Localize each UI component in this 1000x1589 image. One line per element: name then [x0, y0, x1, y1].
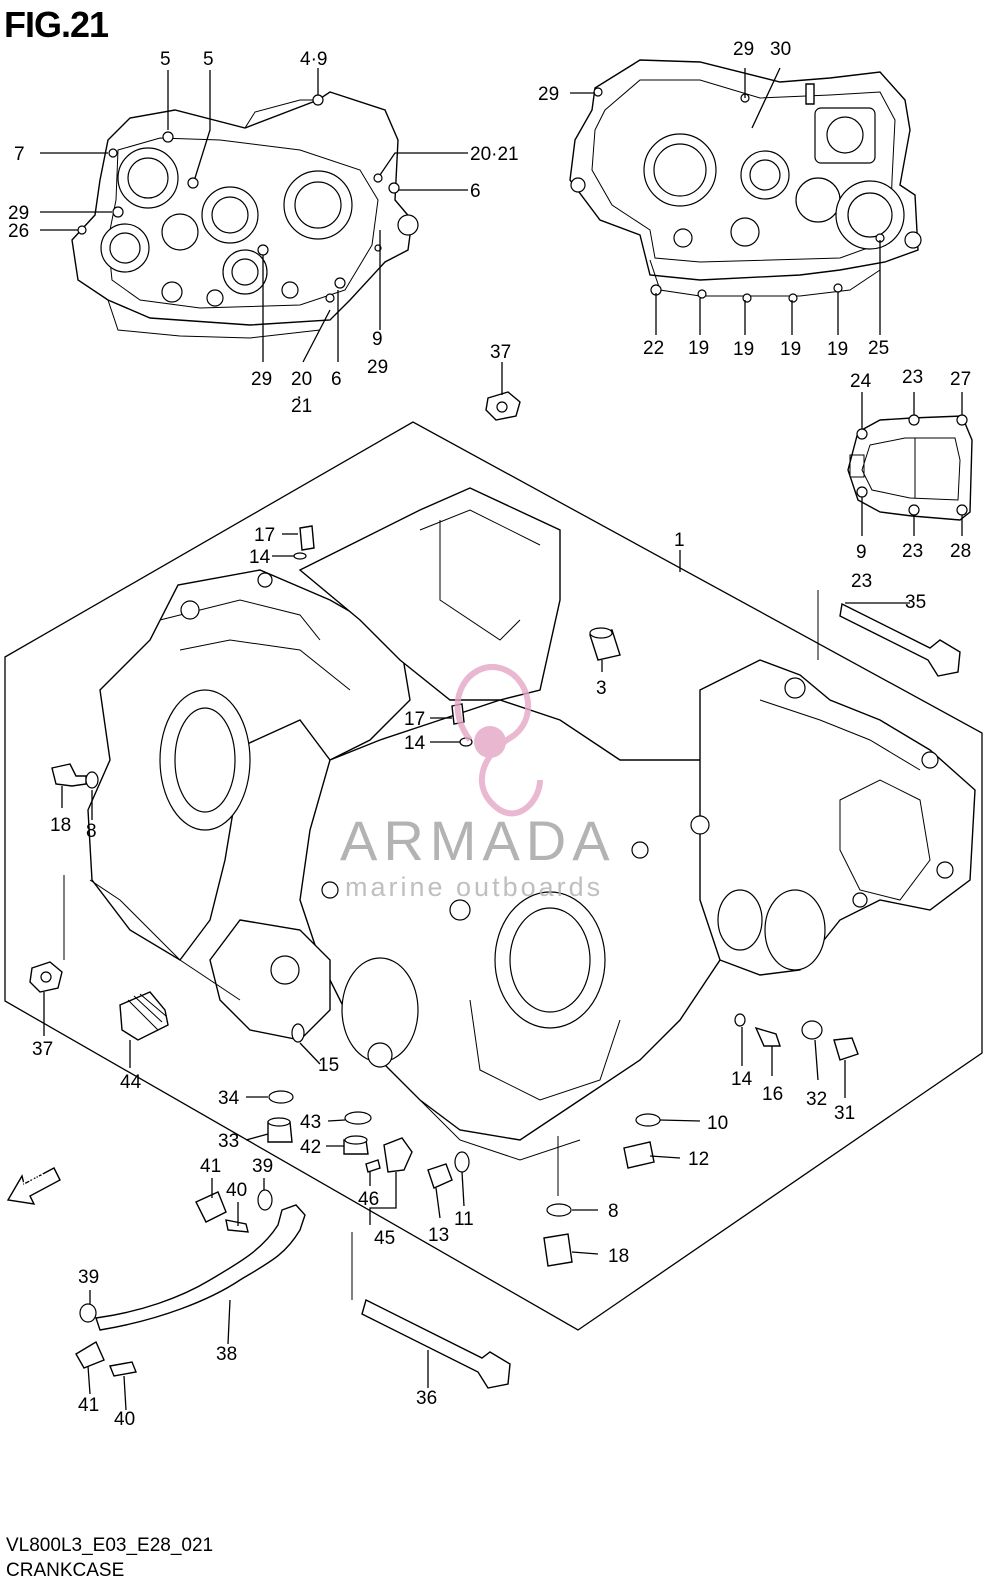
callout: 8 [608, 1201, 619, 1222]
callout: 36 [416, 1388, 437, 1409]
callout: 19 [688, 338, 709, 359]
callout: 13 [428, 1225, 449, 1246]
right-crankcase-half-detail [569, 59, 922, 303]
right-half-leaders [570, 67, 881, 335]
callout: 34 [218, 1088, 240, 1109]
callout: 14 [249, 547, 271, 568]
callout: 29 [8, 203, 29, 224]
callout: 23 [851, 571, 872, 592]
callout: 4·9 [300, 49, 327, 70]
callout: 5 [160, 49, 171, 70]
callout: 42 [300, 1137, 321, 1158]
watermark-logo [454, 663, 543, 817]
fwd-arrow-icon [6, 1167, 61, 1205]
callout: 14 [731, 1069, 753, 1090]
callout: 14 [404, 733, 426, 754]
small-parts [6, 391, 961, 1389]
callout: 45 [374, 1228, 395, 1249]
callout: 9 [856, 542, 867, 563]
callout: 19 [827, 339, 848, 360]
left-half-leaders [40, 68, 468, 363]
callout: 23 [902, 541, 923, 562]
callout: 30 [770, 39, 791, 60]
callout: 20·21 [470, 144, 519, 165]
callout: 17 [254, 525, 275, 546]
callout: 6 [470, 181, 481, 202]
callout: 3 [596, 678, 607, 699]
callout: 16 [762, 1084, 783, 1105]
callout: 29 [538, 84, 559, 105]
callout: 40 [226, 1180, 247, 1201]
callout: 8 [86, 821, 97, 842]
callout: 18 [608, 1246, 629, 1267]
callout: · [296, 387, 302, 408]
callout: 26 [8, 221, 29, 242]
callout: 21 [291, 396, 312, 417]
figure-title: FIG.21 [4, 4, 109, 45]
callout: 46 [358, 1189, 379, 1210]
cover-plate-detail [847, 392, 973, 536]
callout: 35 [905, 592, 926, 613]
callout: 41 [78, 1395, 99, 1416]
callout: 43 [300, 1112, 321, 1133]
left-crankcase-half-detail [71, 91, 419, 339]
callout: 11 [454, 1209, 474, 1230]
callout: 31 [834, 1103, 855, 1124]
callout: 10 [707, 1113, 728, 1134]
main-crankcase-body [87, 487, 976, 1161]
callout: 44 [120, 1072, 142, 1093]
main-leader-lines [43, 362, 910, 1411]
callout: 19 [733, 339, 754, 360]
callout: 18 [50, 815, 71, 836]
callout: 41 [200, 1156, 221, 1177]
callout: 32 [806, 1089, 827, 1110]
figure-code: VL800L3_E03_E28_021 [6, 1535, 214, 1556]
callout: 29 [733, 39, 754, 60]
callout: 40 [114, 1409, 135, 1430]
callout: 22 [643, 338, 664, 359]
main-assembly-frame [4, 421, 983, 1331]
watermark-word: ARMADA [340, 809, 616, 872]
callout: 29 [367, 357, 388, 378]
callout: 37 [32, 1039, 53, 1060]
callout: 1 [674, 530, 685, 551]
callout: 33 [218, 1131, 239, 1152]
callout: 24 [850, 371, 872, 392]
callout: 23 [902, 367, 923, 388]
callout: 7 [14, 144, 25, 165]
callout: 38 [216, 1344, 237, 1365]
callout: 25 [868, 338, 889, 359]
callout: 17 [404, 709, 425, 730]
callout: 37 [490, 342, 511, 363]
callout: 39 [252, 1156, 273, 1177]
callout: 28 [950, 541, 971, 562]
callout-labels: 5 5 4·9 7 20·21 6 29 26 9 29 29 20 · 21 … [8, 39, 971, 1430]
callout: 20 [291, 369, 312, 390]
callout: 9 [372, 329, 383, 350]
callout: 12 [688, 1149, 709, 1170]
callout: 39 [78, 1267, 99, 1288]
callout: 15 [318, 1055, 339, 1076]
callout: 19 [780, 339, 801, 360]
watermark-subtitle: marine outboards [345, 872, 604, 902]
callout: 6 [331, 369, 342, 390]
callout: 5 [203, 49, 214, 70]
callout: 29 [251, 369, 272, 390]
callout: 27 [950, 369, 971, 390]
figure-name: CRANKCASE [6, 1560, 125, 1581]
